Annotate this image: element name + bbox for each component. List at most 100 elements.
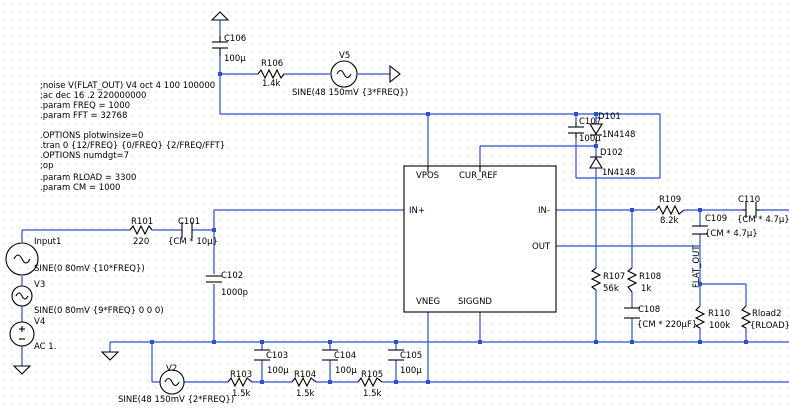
v5-value: SINE(48 150mV {3*FREQ}) — [292, 88, 408, 98]
c104-name: C104 — [334, 351, 356, 361]
c101-value: {CM * 10µ} — [168, 237, 218, 247]
spice-directives[interactable]: ;noise V(FLAT_OUT) V4 oct 4 100 100000 ;… — [40, 81, 225, 193]
pin-siggnd-label: SIGGND — [458, 297, 492, 307]
junction-dots — [150, 72, 748, 384]
pin-vneg-label: VNEG — [416, 297, 440, 307]
pin-in-plus-label: IN+ — [409, 206, 425, 216]
c102-value: 1000p — [221, 288, 248, 298]
resistor-r106[interactable] — [257, 68, 285, 80]
c108-name: C108 — [638, 305, 660, 315]
c103-value: 100µ — [267, 366, 289, 376]
d102-value: 1N4148 — [602, 168, 635, 178]
resistor-r108[interactable] — [626, 267, 638, 293]
ground-symbol-v4[interactable] — [12, 365, 32, 375]
pin-vpos-label: VPOS — [416, 171, 439, 181]
r110-name: R110 — [708, 309, 730, 319]
r104-value: 1.5k — [296, 389, 315, 399]
directive-line: .param FFT = 32768 — [40, 111, 127, 121]
amplifier-chip[interactable] — [403, 165, 557, 313]
r104-name: R104 — [294, 370, 316, 380]
resistor-r107[interactable] — [590, 267, 602, 291]
v2-value: SINE(48 150mV {2*FREQ}) — [118, 395, 234, 405]
d101-name: D101 — [598, 112, 621, 122]
net-label-flat-out[interactable]: FLAT_OUT — [692, 245, 702, 288]
ground-symbol-rail[interactable] — [100, 351, 120, 361]
voltage-source-v3[interactable] — [11, 285, 33, 307]
c108-value: {CM * 220µF} — [637, 320, 697, 330]
d102-name: D102 — [600, 148, 623, 158]
r103-value: 1.5k — [232, 389, 251, 399]
capacitor-c102[interactable] — [206, 275, 222, 283]
r103-name: R103 — [230, 370, 252, 380]
voltage-source-input1[interactable] — [5, 242, 39, 276]
voltage-source-v2[interactable] — [159, 369, 185, 395]
diode-d101[interactable] — [589, 123, 603, 136]
capacitor-c104[interactable] — [322, 349, 338, 361]
r108-name: R108 — [639, 272, 661, 282]
c105-name: C105 — [400, 351, 422, 361]
r108-value: 1k — [641, 284, 651, 294]
resistor-r103[interactable] — [227, 376, 253, 388]
directive-line: ;noise V(FLAT_OUT) V4 oct 4 100 100000 — [40, 81, 215, 91]
c101-name: C101 — [178, 217, 200, 227]
v3-value: SINE(0 80mV {9*FREQ} 0 0 0) — [34, 306, 164, 316]
r101-value: 220 — [133, 237, 149, 247]
r107-value: 56k — [603, 284, 619, 294]
r110-value: 100k — [709, 321, 730, 331]
rload2-name: Rload2 — [752, 309, 781, 319]
v4-value: AC 1. — [34, 342, 56, 352]
v3-name: V3 — [34, 280, 45, 290]
directive-line: ;op — [40, 161, 53, 171]
v5-name: V5 — [339, 51, 350, 61]
input1-value: SINE(0 80mV {10*FREQ}) — [34, 264, 145, 274]
capacitor-c108[interactable] — [624, 307, 640, 319]
c110-name: C110 — [738, 195, 760, 205]
c110-value: {CM * 4.7µ} — [737, 215, 789, 225]
chip-pin-labels: VPOS CUR_REF IN+ IN- OUT VNEG SIGGND — [409, 171, 551, 307]
directive-line: .tran 0 {12/FREQ} {0/FREQ} {2/FREQ/FFT} — [40, 141, 225, 151]
c105-value: 100µ — [400, 366, 422, 376]
c102-name: C102 — [221, 271, 243, 281]
d101-value: 1N4148 — [602, 130, 635, 140]
r106-value: 1.4k — [262, 79, 281, 89]
c107-value: 100µ — [579, 134, 601, 144]
c103-name: C103 — [266, 351, 288, 361]
input1-name: Input1 — [34, 237, 61, 247]
voltage-source-v5[interactable] — [330, 60, 358, 88]
capacitor-c110[interactable] — [742, 202, 760, 218]
capacitor-c107[interactable] — [568, 122, 584, 138]
directive-line: .param FREQ = 1000 — [40, 101, 130, 111]
directive-line: .param RLOAD = 3300 — [40, 173, 136, 183]
pin-out-label: OUT — [532, 242, 551, 252]
r106-name: R106 — [261, 59, 283, 69]
c109-value: {CM * 4.7µ} — [705, 229, 758, 239]
c104-value: 100µ — [335, 366, 357, 376]
resistor-rload2[interactable] — [740, 305, 752, 329]
capacitor-c109[interactable] — [692, 225, 708, 235]
capacitor-c103[interactable] — [254, 349, 270, 361]
capacitor-c106[interactable] — [212, 36, 228, 56]
ground-symbol-top[interactable] — [210, 11, 230, 21]
ground-symbol-v5[interactable] — [389, 64, 401, 84]
capacitor-c101[interactable] — [181, 222, 193, 238]
diode-d102[interactable] — [589, 156, 603, 169]
capacitor-c105[interactable] — [388, 349, 404, 361]
resistor-r105[interactable] — [357, 376, 383, 388]
pin-in-minus-label: IN- — [538, 206, 550, 216]
v2-name: V2 — [166, 364, 177, 374]
c106-name: C106 — [224, 34, 246, 44]
c106-value: 100µ — [224, 54, 246, 64]
component-labels: C106 100µ R106 1.4k V5 SINE(48 150mV {3*… — [34, 34, 789, 405]
c109-name: C109 — [705, 214, 727, 224]
r109-name: R109 — [659, 195, 681, 205]
voltage-source-v4[interactable] — [9, 321, 35, 347]
resistor-r110[interactable] — [694, 305, 706, 329]
directive-line: ;ac dec 16 .2 220000000 — [40, 91, 146, 101]
rload2-value: {RLOAD} — [750, 321, 789, 331]
resistor-r109[interactable] — [655, 204, 685, 216]
resistor-r101[interactable] — [129, 224, 153, 236]
resistor-r104[interactable] — [291, 376, 317, 388]
directive-line: .OPTIONS numdgt=7 — [40, 151, 129, 161]
directive-line: .param CM = 1000 — [40, 183, 120, 193]
